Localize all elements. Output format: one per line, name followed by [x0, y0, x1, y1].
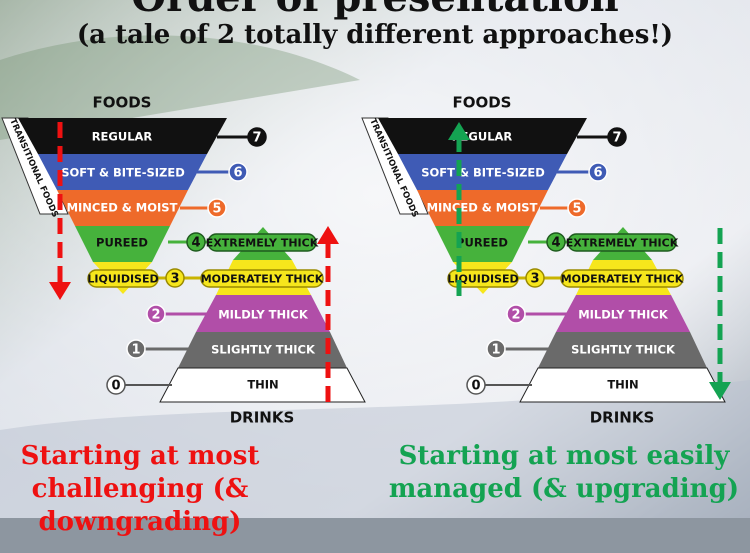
- band-pureed-label: PUREED: [456, 236, 508, 250]
- arrow-right-foods-head: [448, 122, 470, 140]
- band-soft: [38, 154, 207, 190]
- level-4-number: 4: [551, 236, 560, 251]
- moderately-thick-label: MODERATELY THICK: [561, 273, 684, 286]
- level-2-number: 2: [151, 308, 160, 323]
- level-0-number: 0: [471, 379, 480, 394]
- level-1-number: 1: [491, 343, 500, 358]
- arrow-right-drinks: [709, 228, 731, 400]
- level-0-number: 0: [111, 379, 120, 394]
- level-5-number: 5: [212, 202, 221, 217]
- level-5-number: 5: [572, 202, 581, 217]
- band-thin: [159, 367, 366, 403]
- level-3-badge: [165, 268, 185, 288]
- level-1-badge: [126, 339, 146, 359]
- page-subtitle: (a tale of 2 totally different approache…: [76, 20, 674, 50]
- band-minced-label: MINCED & MOIST: [427, 201, 538, 215]
- caption-right: Starting at most easily managed (& upgra…: [388, 441, 740, 504]
- arrow-left-foods: [49, 122, 71, 300]
- band-slightly: [538, 332, 707, 368]
- level-2-badge: [506, 304, 526, 324]
- level-1-badge: [486, 339, 506, 359]
- band-slightly-label: SLIGHTLY THICK: [211, 343, 316, 357]
- band-soft-label: SOFT & BITE-SIZED: [61, 166, 185, 180]
- extremely-thick-label: EXTREMELY THICK: [206, 237, 319, 250]
- band-minced-label: MINCED & MOIST: [67, 201, 178, 215]
- foods-label: FOODS: [452, 94, 511, 112]
- band-thin-label: THIN: [247, 378, 278, 392]
- drinks-label: DRINKS: [230, 409, 295, 427]
- level-1-number: 1: [131, 343, 140, 358]
- liquidised-label: LIQUIDISED: [87, 273, 158, 286]
- level-6-badge: [228, 162, 248, 182]
- band-mildly-label: MILDLY THICK: [218, 308, 309, 322]
- band-slightly-label: SLIGHTLY THICK: [571, 343, 676, 357]
- liquidised-pill: [447, 269, 519, 288]
- band-mildly: [556, 295, 690, 332]
- level-6-badge: [588, 162, 608, 182]
- liquidised-pill: [87, 269, 159, 288]
- level-7-badge: [607, 127, 627, 147]
- extremely-thick-pill: [567, 233, 677, 252]
- arrow-left-drinks-head: [317, 226, 339, 244]
- band-pureed: [75, 226, 170, 262]
- drinks-label: DRINKS: [590, 409, 655, 427]
- band-mildly: [196, 295, 330, 332]
- arrow-left-drinks: [317, 226, 339, 402]
- moderately-thick-pill: [200, 269, 324, 288]
- caption-left: Starting at most challenging (& downgrad…: [20, 441, 260, 537]
- level-4-badge: [186, 232, 206, 252]
- arrow-left-foods-head: [49, 282, 71, 300]
- band-regular: [378, 118, 587, 154]
- extremely-thick-label: EXTREMELY THICK: [566, 237, 679, 250]
- band-slightly: [178, 332, 347, 368]
- foods-label: FOODS: [92, 94, 151, 112]
- level-6-number: 6: [593, 166, 602, 181]
- band-pureed-label: PUREED: [96, 236, 148, 250]
- level-3-number: 3: [530, 272, 539, 287]
- level-7-number: 7: [612, 131, 621, 146]
- moderately-thick-label: MODERATELY THICK: [201, 273, 324, 286]
- band-minced: [417, 190, 548, 226]
- level-3-number: 3: [170, 272, 179, 287]
- liquidised-label: LIQUIDISED: [447, 273, 518, 286]
- band-mildly-label: MILDLY THICK: [578, 308, 669, 322]
- band-thin-label: THIN: [607, 378, 638, 392]
- band-soft: [398, 154, 567, 190]
- band-soft-label: SOFT & BITE-SIZED: [421, 166, 545, 180]
- band-thin: [519, 367, 726, 403]
- band-minced: [57, 190, 188, 226]
- arrow-right-drinks-head: [709, 382, 731, 400]
- level-0-badge: [466, 375, 486, 395]
- level-0-badge: [106, 375, 126, 395]
- level-4-badge: [546, 232, 566, 252]
- level-2-badge: [146, 304, 166, 324]
- extremely-thick-pill: [207, 233, 317, 252]
- arrow-right-foods: [448, 122, 470, 296]
- level-6-number: 6: [233, 166, 242, 181]
- band-regular: [18, 118, 227, 154]
- level-7-badge: [247, 127, 267, 147]
- level-7-number: 7: [252, 131, 261, 146]
- level-5-badge: [567, 198, 587, 218]
- level-3-badge: [525, 268, 545, 288]
- moderately-thick-pill: [560, 269, 684, 288]
- level-4-number: 4: [191, 236, 200, 251]
- band-regular-label: REGULAR: [92, 130, 153, 144]
- level-2-number: 2: [511, 308, 520, 323]
- level-5-badge: [207, 198, 227, 218]
- page-title: Order of presentation: [0, 0, 750, 18]
